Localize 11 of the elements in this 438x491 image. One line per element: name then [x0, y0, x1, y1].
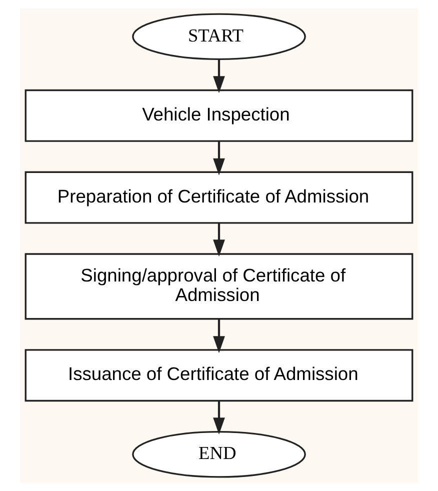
node-box: Vehicle Inspection [24, 89, 414, 142]
arrow [213, 400, 225, 435]
arrow [213, 59, 225, 94]
arrow [213, 141, 225, 176]
node-ellipse: START [132, 13, 306, 60]
arrow [213, 223, 225, 257]
node-box: Signing/approval of Certificate of Admission [24, 253, 414, 320]
node-box: Issuance of Certificate of Admission [24, 349, 414, 402]
node-ellipse: END [132, 430, 306, 478]
arrow [213, 318, 225, 354]
node-box: Preparation of Certificate of Admission [24, 171, 414, 224]
